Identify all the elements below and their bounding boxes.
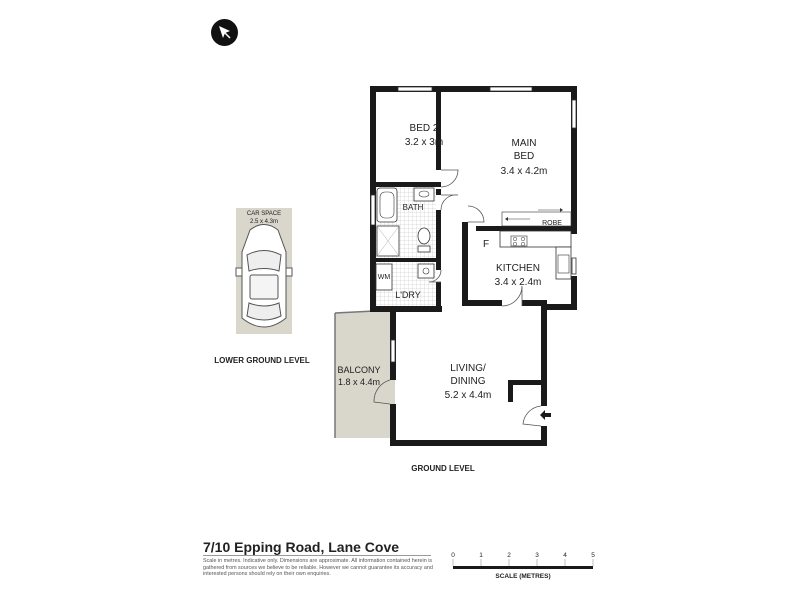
scale-tick-5: 5 xyxy=(591,552,595,559)
balcony xyxy=(334,309,395,438)
room-balcony: BALCONY 1.8 x 4.4m xyxy=(337,365,380,387)
main-bed-name-line1: MAIN xyxy=(512,138,537,149)
scale-title: SCALE (METRES) xyxy=(495,573,550,580)
living-size: 5.2 x 4.4m xyxy=(445,390,492,401)
car-space-size: 2.5 x 4.3m xyxy=(250,219,278,225)
main-bed-door xyxy=(467,205,485,223)
bath-door xyxy=(440,194,459,211)
kitchen-fixtures xyxy=(499,230,572,280)
kitchen-door xyxy=(501,285,523,307)
laundry-label: L'DRY xyxy=(395,290,421,300)
windows xyxy=(370,86,577,363)
laundry-tub xyxy=(417,263,435,279)
north-arrow-icon xyxy=(211,19,238,46)
balcony-size: 1.8 x 4.4m xyxy=(338,377,380,387)
disclaimer-text: Scale in metres. Indicative only. Dimens… xyxy=(203,558,433,578)
scale-tick-3: 3 xyxy=(535,552,539,559)
lower-level-label: LOWER GROUND LEVEL xyxy=(214,356,310,365)
bathtub xyxy=(376,187,398,223)
kitchen-counter-top xyxy=(499,230,572,248)
bed2-door xyxy=(440,169,459,188)
balcony-door xyxy=(373,379,391,405)
bathroom-fixtures xyxy=(376,187,436,258)
fridge-label: F xyxy=(483,239,489,250)
stove xyxy=(510,235,528,247)
car-space: CAR SPACE 2.5 x 4.3m xyxy=(235,208,293,334)
bath-label: BATH xyxy=(403,203,424,212)
property-address: 7/10 Epping Road, Lane Cove xyxy=(203,539,400,555)
kitchen-size: 3.4 x 2.4m xyxy=(495,277,542,288)
toilet xyxy=(417,227,431,245)
room-main-bed: MAIN BED 3.4 x 4.2m xyxy=(501,138,548,177)
footer-divider xyxy=(203,555,431,556)
washing-machine xyxy=(375,263,393,291)
robe-label: ROBE xyxy=(542,220,562,227)
wm-label: WM xyxy=(378,274,391,281)
scale-tick-0: 0 xyxy=(451,552,455,559)
main-bed-name-line2: BED xyxy=(514,151,535,162)
laundry-fixtures xyxy=(375,262,436,306)
robe xyxy=(501,208,572,227)
entry-door xyxy=(522,405,542,427)
kitchen-name: KITCHEN xyxy=(496,263,540,274)
room-kitchen: KITCHEN 3.4 x 2.4m xyxy=(495,263,542,288)
main-bed-size: 3.4 x 4.2m xyxy=(501,166,548,177)
car-space-name: CAR SPACE xyxy=(247,211,281,217)
car-icon xyxy=(235,224,293,328)
scale-tick-2: 2 xyxy=(507,552,511,559)
doors xyxy=(373,169,542,427)
balcony-name: BALCONY xyxy=(337,365,380,375)
vanity xyxy=(413,187,435,202)
scale-bar: 0 1 2 3 4 5 SCALE (METRES) xyxy=(451,552,595,580)
room-living: LIVING/ DINING 5.2 x 4.4m xyxy=(445,363,492,401)
ground-level-label: GROUND LEVEL xyxy=(411,464,475,473)
kitchen-sink xyxy=(557,254,570,274)
bed2-name: BED 2 xyxy=(410,123,439,134)
bed2-size: 3.2 x 3m xyxy=(405,137,443,148)
living-name-line1: LIVING/ xyxy=(450,363,486,374)
scale-tick-4: 4 xyxy=(563,552,567,559)
room-bed2: BED 2 3.2 x 3m xyxy=(405,123,443,148)
living-name-line2: DINING xyxy=(451,376,486,387)
scale-tick-1: 1 xyxy=(479,552,483,559)
entry-arrow-icon xyxy=(540,410,551,420)
